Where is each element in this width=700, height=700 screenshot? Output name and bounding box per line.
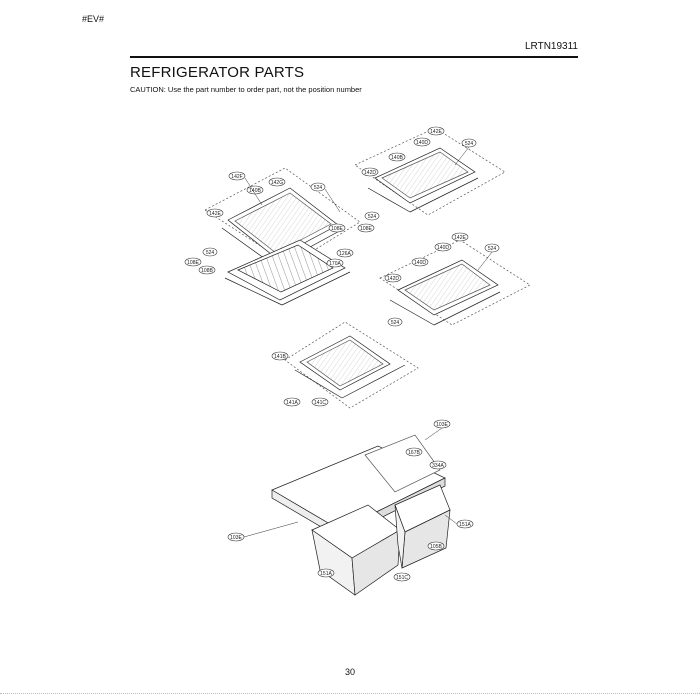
page-number: 30 [344,667,355,677]
svg-text:140D: 140D [414,260,426,266]
callout-524: 524 [310,182,326,192]
callout-151A: 151A [456,519,474,529]
callout-108B: 108B [198,265,216,275]
callout-141C: 141C [311,397,329,407]
shelf-assembly-upper-right [354,127,506,216]
callout-524: 524 [484,243,500,253]
svg-text:142E: 142E [430,129,442,135]
callout-142E: 142E [206,208,224,218]
svg-text:151C: 151C [396,575,408,581]
callout-334A: 334A [429,460,447,470]
caution-note: CAUTION: Use the part number to order pa… [130,85,362,94]
svg-text:141A: 141A [286,400,298,406]
callout-140B: 140B [388,152,406,162]
callout-142E: 142E [427,126,445,136]
svg-text:142D: 142D [364,170,376,176]
header-rule [130,56,578,58]
shelf-assembly-middle [284,321,419,409]
callout-140D: 140D [434,242,452,252]
svg-text:140D: 140D [416,140,428,146]
svg-text:142D: 142D [387,276,399,282]
svg-text:140D: 140D [437,245,449,251]
callout-103E: 103E [433,419,451,429]
callout-108E: 108E [184,257,202,267]
footer-rule [0,693,700,695]
callout-108E: 108E [328,223,346,233]
crisper-assembly [271,434,451,596]
svg-text:142G: 142G [271,180,283,186]
callout-524: 524 [202,247,218,257]
svg-text:108E: 108E [187,260,199,266]
svg-text:141C: 141C [314,400,326,406]
callout-140D: 140D [411,257,429,267]
svg-text:126A: 126A [339,251,351,257]
callout-141A: 141A [283,397,301,407]
svg-text:334A: 334A [432,463,444,469]
svg-text:167B: 167B [408,450,420,456]
svg-text:103E: 103E [230,535,242,541]
callout-524: 524 [364,211,380,221]
svg-text:524: 524 [465,141,474,147]
callout-103E: 103E [227,532,245,542]
callout-142G: 142G [268,177,286,187]
shelf-assembly-upper-left [204,167,361,306]
callout-126A: 126A [336,248,354,258]
callout-524: 524 [387,317,403,327]
svg-text:524: 524 [314,185,323,191]
svg-text:140B: 140B [249,188,261,194]
model-number: LRTN19311 [525,41,578,52]
callout-142E: 142E [451,232,469,242]
callout-524: 524 [461,138,477,148]
svg-text:151A: 151A [459,522,471,528]
callout-142D: 142D [384,273,402,283]
svg-text:105B: 105B [430,544,442,550]
callout-108E: 108E [357,223,375,233]
svg-text:524: 524 [206,250,215,256]
page-title: REFRIGERATOR PARTS [130,64,305,81]
callout-151C: 151C [393,572,411,582]
callout-140B: 140B [246,185,264,195]
svg-text:524: 524 [488,246,497,252]
svg-text:142E: 142E [454,235,466,241]
svg-text:103E: 103E [436,422,448,428]
callout-105B: 105B [427,541,445,551]
callout-170A: 170A [326,258,344,268]
svg-text:108E: 108E [360,226,372,232]
callout-142F: 142F [228,171,246,181]
svg-text:108E: 108E [331,226,343,232]
callout-141B: 141B [271,351,289,361]
callout-151A: 151A [317,568,335,578]
svg-text:151A: 151A [320,571,332,577]
svg-text:524: 524 [368,214,377,220]
svg-text:524: 524 [391,320,400,326]
svg-text:140B: 140B [391,155,403,161]
document-tag: #EV# [82,14,105,24]
callout-140D: 140D [413,137,431,147]
leader-lines [243,146,493,538]
svg-text:141B: 141B [274,354,286,360]
svg-text:108B: 108B [201,268,213,274]
shelf-assembly-middle-right [379,239,531,326]
svg-text:142F: 142F [231,174,242,180]
svg-text:142E: 142E [209,211,221,217]
callout-167B: 167B [405,447,423,457]
callout-142D: 142D [361,167,379,177]
svg-text:170A: 170A [329,261,341,267]
